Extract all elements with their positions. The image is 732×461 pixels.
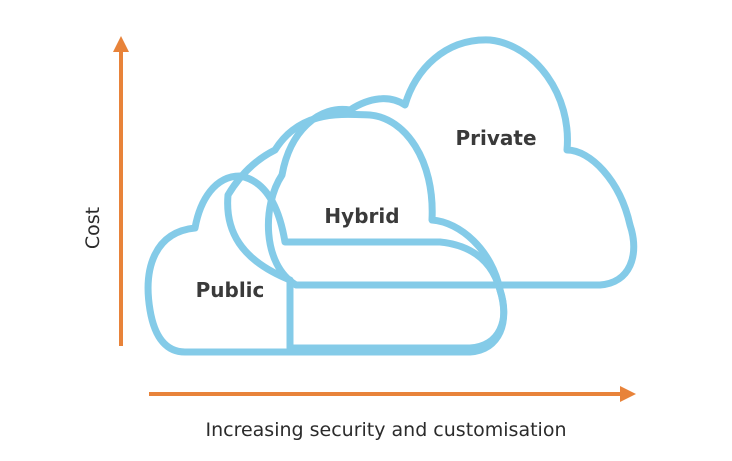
public-cloud bbox=[144, 172, 508, 356]
x-axis-label: Increasing security and customisation bbox=[205, 419, 566, 441]
private-cloud bbox=[264, 36, 638, 289]
hybrid-label: Hybrid bbox=[324, 204, 399, 228]
private-label: Private bbox=[455, 126, 536, 150]
y-axis-label: Cost bbox=[82, 207, 104, 249]
public-label: Public bbox=[196, 278, 265, 302]
